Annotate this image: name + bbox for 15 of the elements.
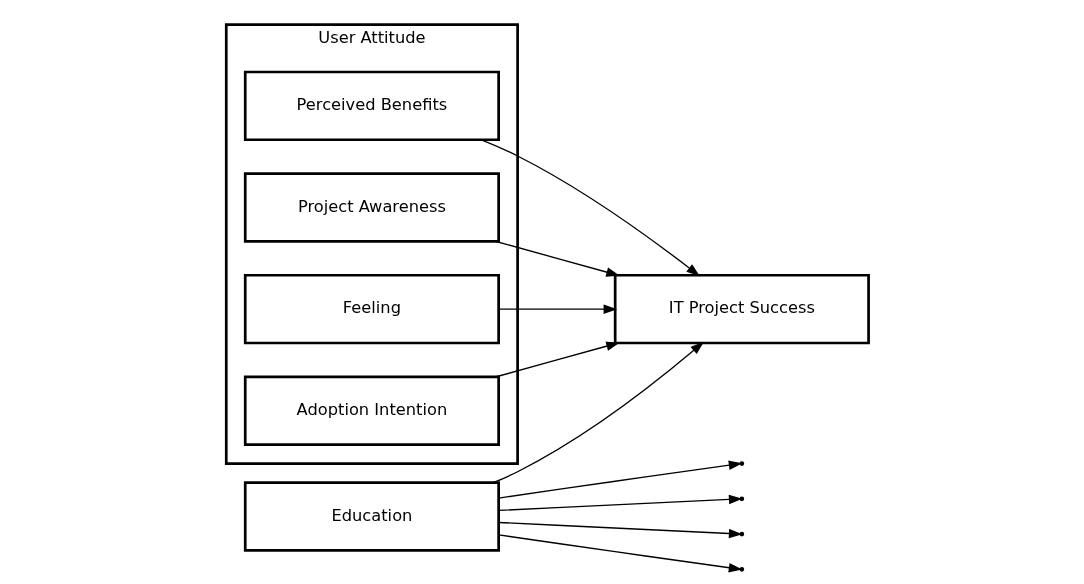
node-box: IT Project Success xyxy=(613,273,870,345)
arrow xyxy=(495,341,620,378)
node-box: Adoption Intention xyxy=(243,375,500,446)
arrow xyxy=(493,341,704,484)
node-box: Perceived Benefits xyxy=(243,70,500,142)
node-box: Project Awareness xyxy=(243,172,500,243)
node-box: Feeling xyxy=(243,273,500,345)
arrow xyxy=(498,534,743,573)
arrow xyxy=(495,240,620,277)
node-box: Education xyxy=(243,481,500,552)
arrow xyxy=(497,521,743,539)
arrow xyxy=(497,494,743,512)
arrow xyxy=(497,304,618,314)
arrow xyxy=(480,139,700,277)
arrow xyxy=(498,460,743,499)
